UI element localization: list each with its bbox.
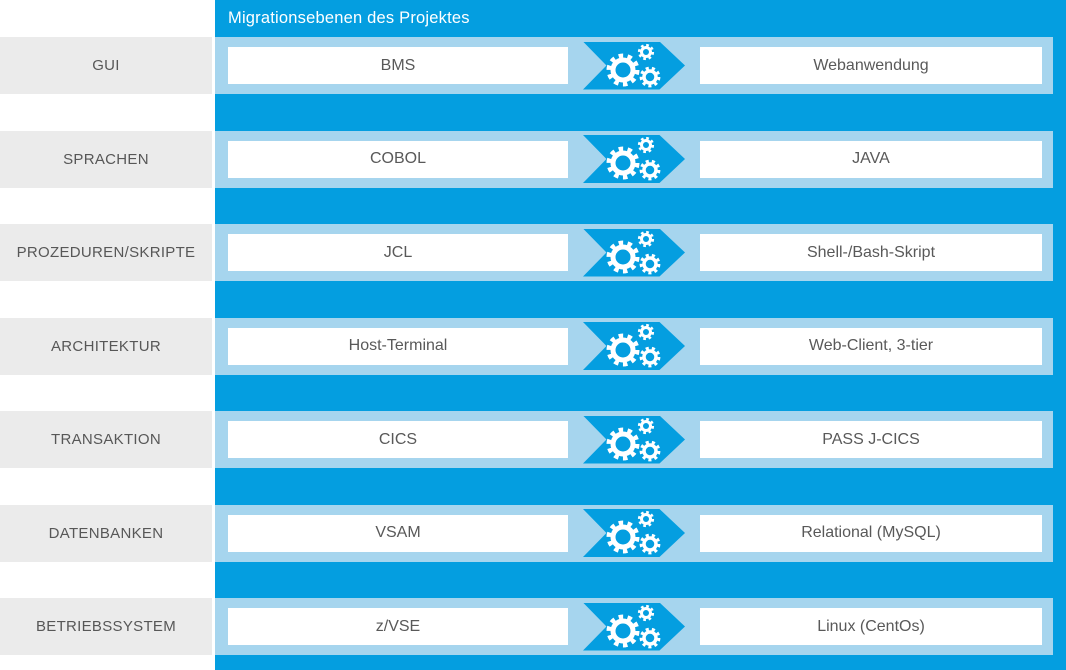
category-column-cell: BETRIEBSSYSTEM bbox=[0, 598, 215, 670]
gears-icon bbox=[583, 229, 685, 277]
migration-arrow bbox=[583, 415, 685, 464]
migration-row: GUI BMS Webanwendung bbox=[0, 37, 1066, 131]
gears-icon bbox=[583, 416, 685, 464]
source-box: z/VSE bbox=[228, 608, 568, 645]
migration-arrow bbox=[583, 228, 685, 277]
category-label: BETRIEBSSYSTEM bbox=[35, 618, 177, 635]
migration-arrow bbox=[583, 41, 685, 90]
category-column-cell: SPRACHEN bbox=[0, 130, 215, 224]
category-label: SPRACHEN bbox=[63, 150, 149, 168]
source-label: CICS bbox=[378, 430, 418, 448]
source-box: JCL bbox=[228, 234, 568, 271]
row-band: BMS Webanwendung bbox=[215, 37, 1053, 94]
migration-row: PROZEDUREN/SKRIPTE JCL Shell-/Bash-Skrip… bbox=[0, 224, 1066, 318]
diagram-title-bar: Migrationsebenen des Projektes bbox=[215, 0, 1066, 37]
source-label: COBOL bbox=[369, 150, 426, 167]
gears-icon bbox=[583, 42, 685, 90]
target-label: Relational (MySQL) bbox=[801, 524, 941, 541]
row-band-background: z/VSE Linux (CentOs) bbox=[215, 598, 1066, 670]
target-label: Webanwendung bbox=[813, 56, 929, 74]
target-label: Shell-/Bash-Skript bbox=[806, 243, 936, 261]
category-label: ARCHITEKTUR bbox=[51, 337, 161, 355]
row-band-background: JCL Shell-/Bash-Skript bbox=[215, 224, 1066, 318]
source-box: VSAM bbox=[228, 514, 568, 552]
source-label: BMS bbox=[380, 56, 416, 74]
source-box: Host-Terminal bbox=[228, 327, 568, 365]
row-band: z/VSE Linux (CentOs) bbox=[215, 598, 1053, 655]
category-column-cell: ARCHITEKTUR bbox=[0, 317, 215, 411]
target-box: Relational (MySQL) bbox=[700, 514, 1042, 552]
row-band: COBOL JAVA bbox=[215, 130, 1053, 188]
diagram-title: Migrationsebenen des Projektes bbox=[228, 9, 470, 27]
category-label-box: SPRACHEN bbox=[0, 130, 212, 188]
row-band: CICS PASS J-CICS bbox=[215, 411, 1053, 468]
category-column-cell: PROZEDUREN/SKRIPTE bbox=[0, 224, 215, 318]
target-box: Linux (CentOs) bbox=[700, 608, 1042, 645]
migration-arrow bbox=[583, 509, 685, 557]
target-label: Linux (CentOs) bbox=[817, 617, 925, 635]
category-label: PROZEDUREN/SKRIPTE bbox=[16, 244, 196, 261]
migration-arrow bbox=[583, 135, 685, 183]
title-spacer bbox=[0, 0, 215, 37]
category-label-box: ARCHITEKTUR bbox=[0, 317, 212, 375]
category-label-box: BETRIEBSSYSTEM bbox=[0, 598, 212, 655]
category-label: DATENBANKEN bbox=[48, 524, 164, 542]
category-label-box: DATENBANKEN bbox=[0, 504, 212, 562]
source-box: CICS bbox=[228, 421, 568, 458]
source-label: z/VSE bbox=[375, 617, 421, 635]
source-label: JCL bbox=[383, 243, 413, 261]
row-band: JCL Shell-/Bash-Skript bbox=[215, 224, 1053, 281]
migration-row: ARCHITEKTUR Host-Terminal Web-Client, 3-… bbox=[0, 317, 1066, 411]
gears-icon bbox=[583, 603, 685, 651]
migration-row: BETRIEBSSYSTEM z/VSE Linux (CentOs) bbox=[0, 598, 1066, 670]
category-column-cell: GUI bbox=[0, 37, 215, 131]
category-label: GUI bbox=[92, 57, 120, 74]
target-label: JAVA bbox=[852, 150, 890, 167]
row-band-background: CICS PASS J-CICS bbox=[215, 411, 1066, 505]
category-label-box: TRANSAKTION bbox=[0, 411, 212, 468]
target-box: PASS J-CICS bbox=[700, 421, 1042, 458]
target-label: Web-Client, 3-tier bbox=[808, 337, 934, 354]
category-label: TRANSAKTION bbox=[51, 431, 161, 448]
category-column-cell: TRANSAKTION bbox=[0, 411, 215, 505]
row-band-background: COBOL JAVA bbox=[215, 130, 1066, 224]
category-label-box: GUI bbox=[0, 37, 212, 94]
source-box: BMS bbox=[228, 47, 568, 84]
row-band-background: Host-Terminal Web-Client, 3-tier bbox=[215, 317, 1066, 411]
row-band: VSAM Relational (MySQL) bbox=[215, 504, 1053, 562]
source-label: VSAM bbox=[375, 524, 421, 541]
migration-row: DATENBANKEN VSAM Relational (MySQL) bbox=[0, 504, 1066, 598]
category-column-cell: DATENBANKEN bbox=[0, 504, 215, 598]
target-box: Shell-/Bash-Skript bbox=[700, 234, 1042, 271]
gears-icon bbox=[583, 322, 685, 370]
row-band-background: BMS Webanwendung bbox=[215, 37, 1066, 131]
row-band-background: VSAM Relational (MySQL) bbox=[215, 504, 1066, 598]
target-box: Webanwendung bbox=[700, 47, 1042, 84]
target-box: Web-Client, 3-tier bbox=[700, 327, 1042, 365]
title-row: Migrationsebenen des Projektes bbox=[0, 0, 1066, 37]
category-label-box: PROZEDUREN/SKRIPTE bbox=[0, 224, 212, 281]
migration-row: SPRACHEN COBOL JAVA bbox=[0, 130, 1066, 224]
migration-row: TRANSAKTION CICS PASS J-CICS bbox=[0, 411, 1066, 505]
source-box: COBOL bbox=[228, 140, 568, 178]
migration-arrow bbox=[583, 602, 685, 651]
gears-icon bbox=[583, 509, 685, 557]
source-label: Host-Terminal bbox=[348, 337, 448, 354]
row-band: Host-Terminal Web-Client, 3-tier bbox=[215, 317, 1053, 375]
target-label: PASS J-CICS bbox=[822, 430, 920, 448]
gears-icon bbox=[583, 135, 685, 183]
migration-arrow bbox=[583, 322, 685, 370]
target-box: JAVA bbox=[700, 140, 1042, 178]
